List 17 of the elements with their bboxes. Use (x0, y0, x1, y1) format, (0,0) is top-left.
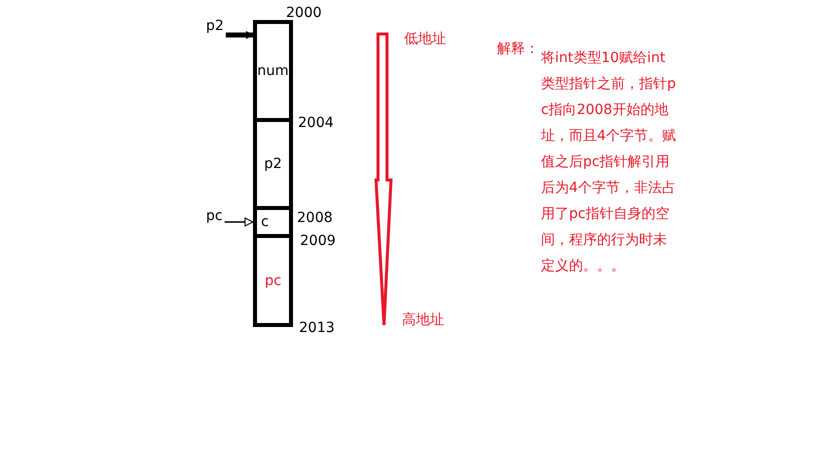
direction-label: 低地址 (404, 31, 446, 47)
note-heading: 解释： (497, 41, 539, 57)
direction-label: 高地址 (402, 312, 444, 328)
pointer-label: p2 (206, 18, 224, 34)
pointer-label: pc (206, 208, 223, 224)
address-label: 2004 (298, 115, 334, 131)
cell-label: pc (264, 272, 282, 288)
note-text: 将int类型10赋给int类型指针之前，指针pc指向2008开始的地址，而且4个字节。赋值之后pc指针解引用后为4个字节，非法占用了pc指针自身的空间，程序的行为时未定义的。。。 (541, 49, 677, 276)
pointer-arrow (224, 218, 254, 226)
cell-label: c (261, 214, 269, 230)
address-label: 2009 (300, 233, 336, 249)
address-label: 2000 (286, 5, 322, 21)
cell-label: p2 (264, 156, 282, 172)
pointer-arrow (226, 31, 254, 39)
cell-label: num (257, 63, 289, 79)
address-label: 2008 (297, 210, 333, 226)
address-label: 2013 (299, 320, 335, 336)
